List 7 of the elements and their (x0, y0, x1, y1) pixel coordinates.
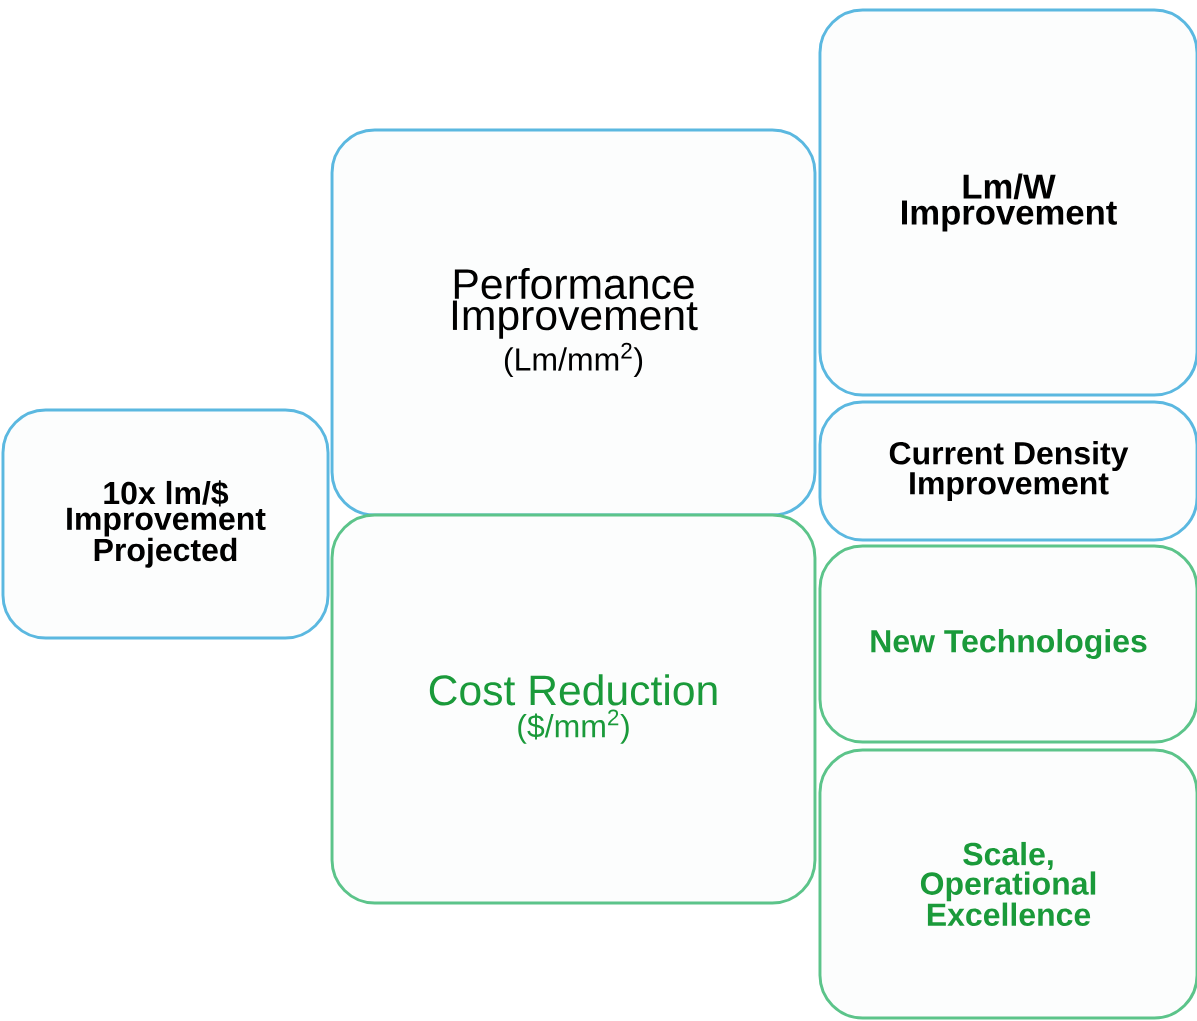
rounded-box: 10x lm/$ Improvement Projected (1, 408, 330, 640)
rounded-box: New Technologies (818, 544, 1197, 744)
rounded-box: Lm/W Improvement (818, 8, 1197, 397)
rounded-box: Cost Reduction ($/mm$^{2}$) (330, 513, 817, 905)
rounded-box: Current Density Improvement (818, 400, 1197, 542)
rounded-box: Performance Improvement (Lm/mm$^{2}$) (330, 128, 817, 517)
rounded-box: Scale, Operational Excellence (818, 748, 1197, 1020)
